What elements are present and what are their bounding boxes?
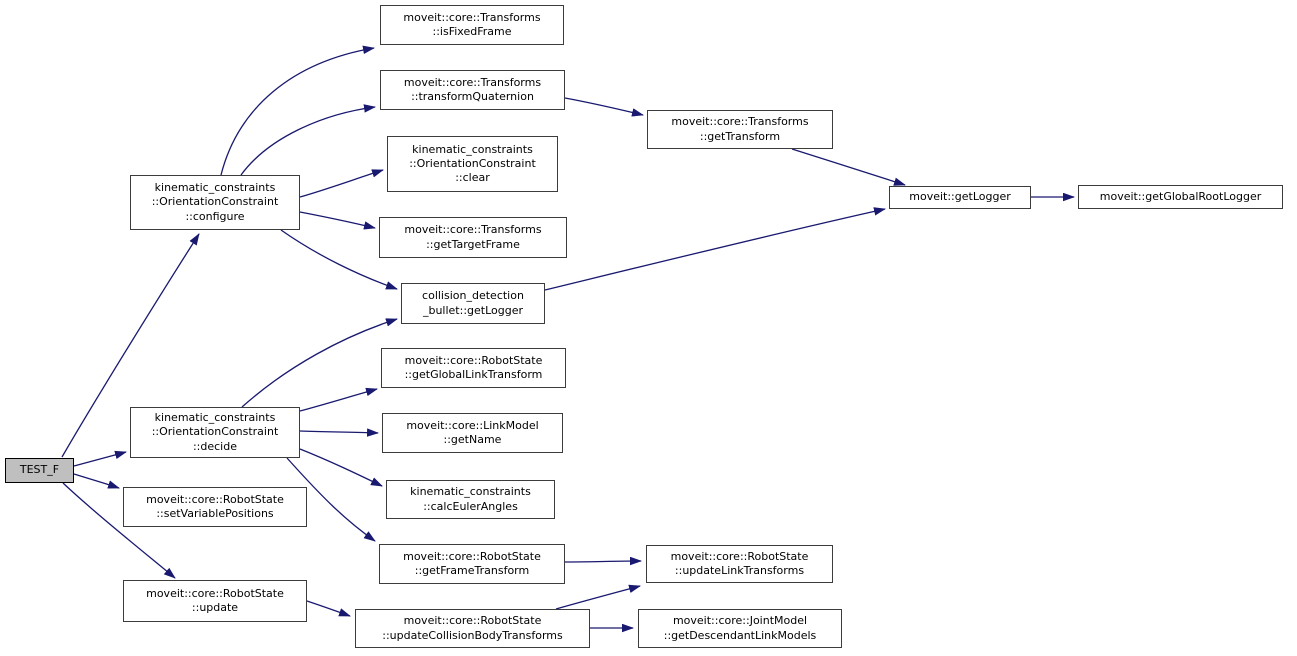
node-linkmodel-getname[interactable]: moveit::core::LinkModel ::getName — [382, 413, 563, 453]
edge-decide-to-get_name — [299, 428, 379, 437]
node-robotstate-updatelinktransforms[interactable]: moveit::core::RobotState ::updateLinkTra… — [646, 545, 833, 583]
node-orientationconstraint-configure[interactable]: kinematic_constraints ::OrientationConst… — [130, 175, 300, 230]
edge-update-to-update_collision_body_transforms — [306, 600, 351, 617]
edge-test_f-to-set_variable_positions — [73, 473, 120, 489]
edge-configure-to-is_fixed_frame — [220, 45, 375, 176]
edge-configure-to-bullet_get_logger — [280, 229, 398, 290]
node-kinematic-constraints-calceulerangles[interactable]: kinematic_constraints ::calcEulerAngles — [386, 480, 555, 519]
node-moveit-getlogger[interactable]: moveit::getLogger — [889, 186, 1031, 209]
node-transforms-gettransform[interactable]: moveit::core::Transforms ::getTransform — [647, 110, 833, 149]
edge-test_f-to-configure — [61, 233, 200, 458]
edge-configure-to-clear — [299, 169, 384, 198]
node-moveit-getglobalrootlogger[interactable]: moveit::getGlobalRootLogger — [1078, 185, 1283, 209]
edge-get_transform-to-moveit_get_logger — [791, 148, 906, 186]
node-collision-detection-bullet-getlogger[interactable]: collision_detection _bullet::getLogger — [401, 283, 545, 324]
edge-test_f-to-update — [62, 482, 176, 579]
edge-decide-to-get_global_link_transform — [299, 387, 378, 412]
edge-get_frame_transform-to-update_link_transforms — [564, 556, 642, 566]
node-test-f: TEST_F — [5, 458, 74, 483]
edge-decide-to-bullet_get_logger — [241, 318, 398, 408]
node-transforms-gettargetframe[interactable]: moveit::core::Transforms ::getTargetFram… — [379, 217, 567, 258]
edge-configure-to-get_target_frame — [299, 211, 376, 230]
edge-bullet_get_logger-to-moveit_get_logger — [544, 207, 886, 291]
node-transforms-transformquaternion[interactable]: moveit::core::Transforms ::transformQuat… — [380, 70, 565, 110]
node-robotstate-getframetransform[interactable]: moveit::core::RobotState ::getFrameTrans… — [379, 544, 565, 584]
node-robotstate-setvariablepositions[interactable]: moveit::core::RobotState ::setVariablePo… — [123, 487, 307, 527]
edge-configure-to-transform_quaternion — [240, 104, 376, 176]
node-transforms-isfixedframe[interactable]: moveit::core::Transforms ::isFixedFrame — [380, 5, 564, 45]
edge-test_f-to-decide — [73, 450, 127, 467]
node-robotstate-getgloballinktransform[interactable]: moveit::core::RobotState ::getGlobalLink… — [381, 348, 566, 388]
edge-decide-to-get_frame_transform — [286, 457, 376, 542]
edge-update_collision_body_transforms-to-update_link_transforms — [555, 584, 641, 610]
edge-decide-to-calc_euler_angles — [299, 448, 383, 487]
node-robotstate-updatecollisionbodytransforms[interactable]: moveit::core::RobotState ::updateCollisi… — [355, 609, 590, 648]
node-robotstate-update[interactable]: moveit::core::RobotState ::update — [123, 580, 307, 622]
node-orientationconstraint-clear[interactable]: kinematic_constraints ::OrientationConst… — [387, 136, 558, 192]
node-jointmodel-getdescendantlinkmodels[interactable]: moveit::core::JointModel ::getDescendant… — [638, 609, 842, 648]
node-orientationconstraint-decide[interactable]: kinematic_constraints ::OrientationConst… — [130, 407, 300, 458]
edge-transform_quaternion-to-get_transform — [564, 97, 644, 117]
